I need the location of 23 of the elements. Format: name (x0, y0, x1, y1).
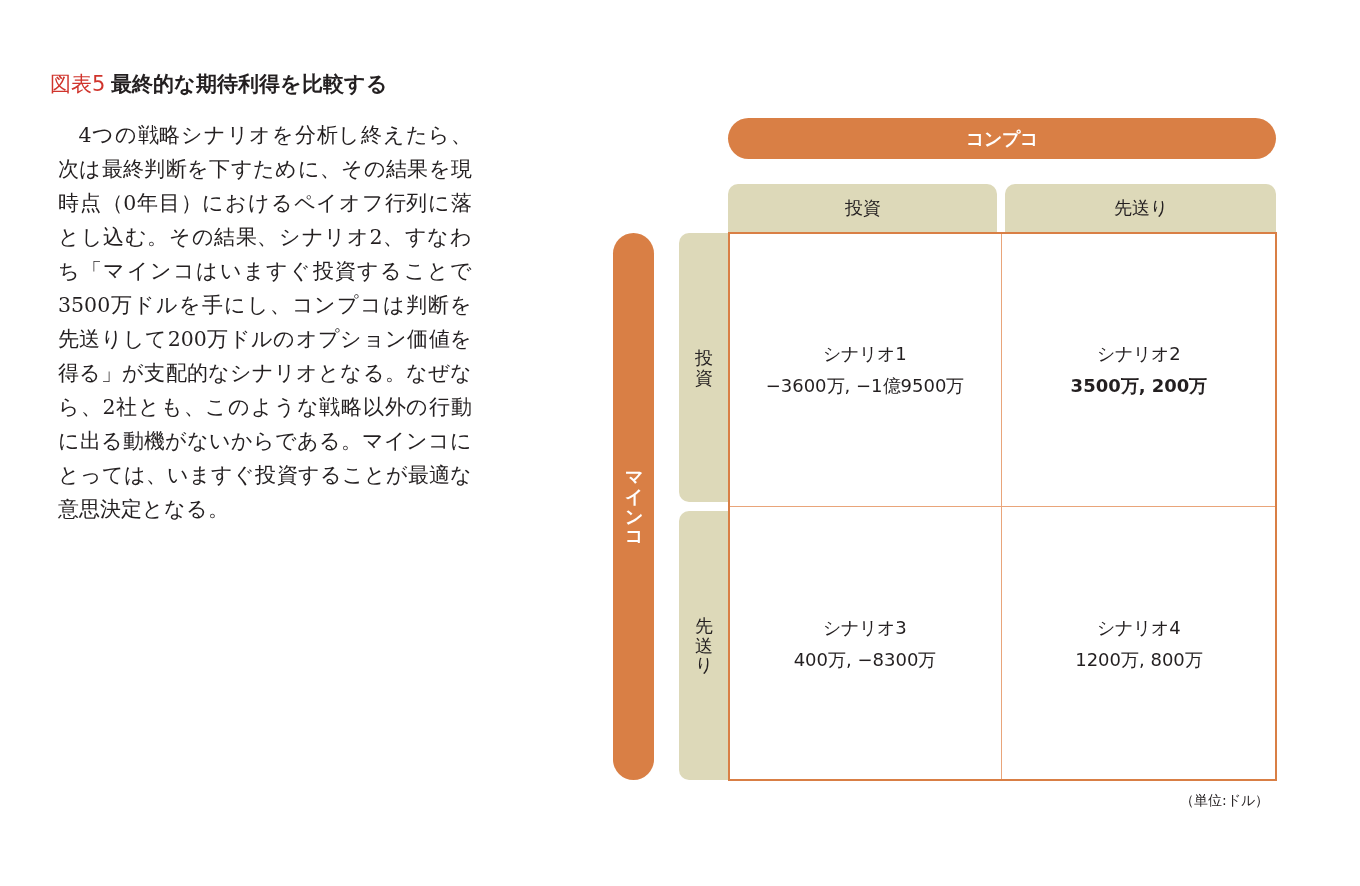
company-header-band (728, 118, 1276, 159)
scenario-label: シナリオ3 (823, 615, 907, 640)
payoff-values: 3500万, 200万 (1070, 373, 1208, 398)
company-name: マインコ (624, 466, 643, 547)
column-header (728, 184, 997, 232)
strategy-label: 先送り (1113, 196, 1168, 220)
company-name: コンプコ (966, 126, 1038, 151)
payoff-values: 400万, −8300万 (793, 647, 937, 672)
strategy-label: 先送り (694, 615, 713, 676)
payoff-values: 1200万, 800万 (1075, 647, 1203, 672)
payoff-values: −3600万, −1億9500万 (765, 373, 965, 398)
company-header-band (613, 233, 654, 780)
scenario-label: シナリオ2 (1097, 341, 1181, 366)
body-paragraph: 4つの戦略シナリオを分析し終えたら、次は最終判断を下すために、その結果を現時点（0年目）におけるペイオフ行列に落とし込む。その結果、シナリオ2、すなわち「マインコはいますぐ投資することで3500万ドルを手にし、コンプコは判断を先送りして200万ドルのオプション価値を得る」が支配的なシナリオとなる。なぜなら、2社とも、このような戦略以外の行動に出る動機がないからである。マインコにとっては、いますぐ投資することが最適な意思決定となる。 (58, 122, 472, 523)
unit-note: （単位:ドル） (1180, 792, 1269, 810)
strategy-label: 投資 (844, 196, 881, 220)
column-header (1005, 184, 1276, 232)
row-header (679, 511, 728, 780)
strategy-label: 投資 (694, 347, 713, 388)
row-header (679, 233, 728, 502)
scenario-label: シナリオ4 (1097, 615, 1181, 640)
figure-title: 図表5 最終的な期待利得を比較する (50, 71, 389, 98)
scenario-label: シナリオ1 (823, 341, 907, 366)
